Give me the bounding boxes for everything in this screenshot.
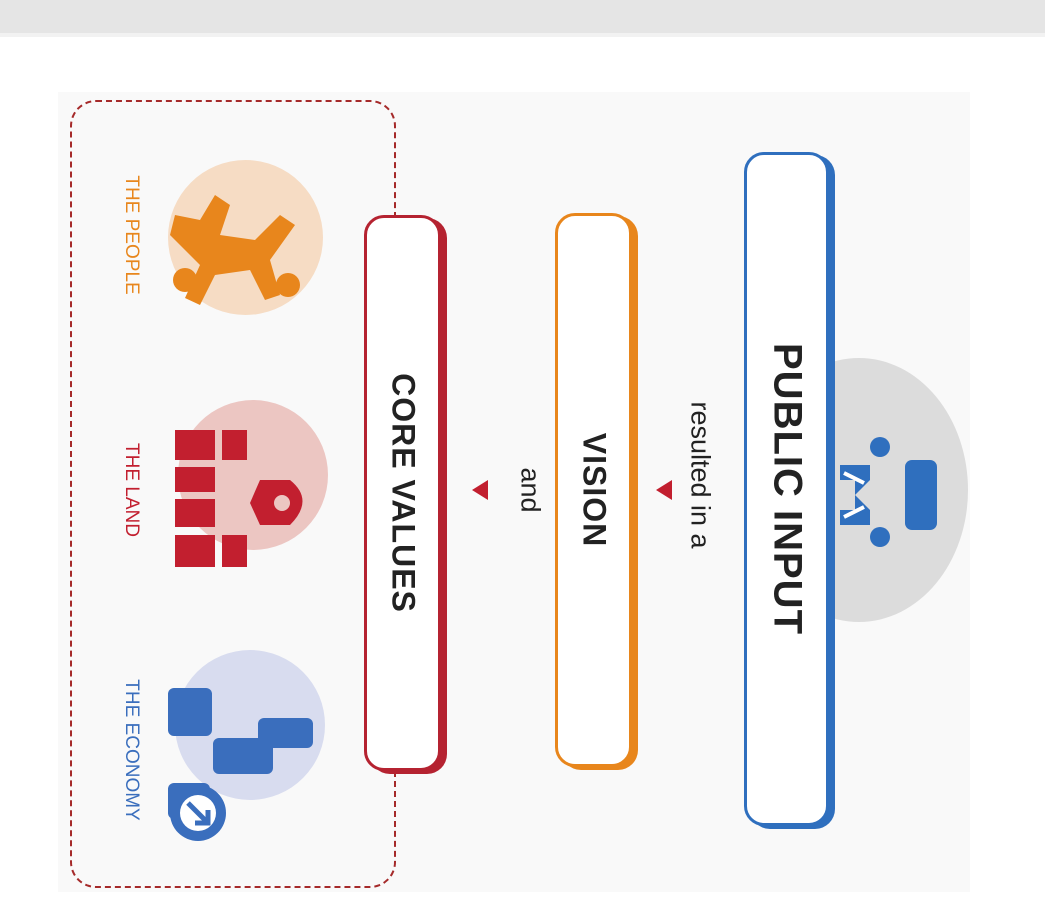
arrow-to-core-values [472, 480, 488, 500]
land-icon [175, 430, 303, 567]
the-land-label: THE LAND [121, 443, 142, 537]
vision-label: VISION [576, 432, 612, 548]
top-bar [0, 0, 1045, 33]
the-people-label: THE PEOPLE [121, 175, 142, 295]
economy-icon [168, 688, 313, 841]
public-input-box: PUBLIC INPUT [744, 152, 829, 826]
connector-and-text: and [515, 467, 546, 513]
core-values-label: CORE VALUES [385, 373, 421, 613]
arrow-to-vision [656, 480, 672, 500]
the-economy-label-wrap: THE ECONOMY [116, 645, 146, 855]
connector-resulted-text: resulted in a [685, 401, 716, 549]
the-economy-label: THE ECONOMY [121, 679, 142, 821]
vision-box: VISION [555, 213, 632, 767]
people-icon [170, 195, 300, 305]
the-people-label-wrap: THE PEOPLE [116, 150, 146, 320]
public-input-label: PUBLIC INPUT [765, 343, 809, 635]
meeting-icon [840, 437, 937, 547]
core-values-box: CORE VALUES [364, 215, 441, 771]
the-land-label-wrap: THE LAND [116, 420, 146, 560]
top-divider [0, 33, 1045, 37]
